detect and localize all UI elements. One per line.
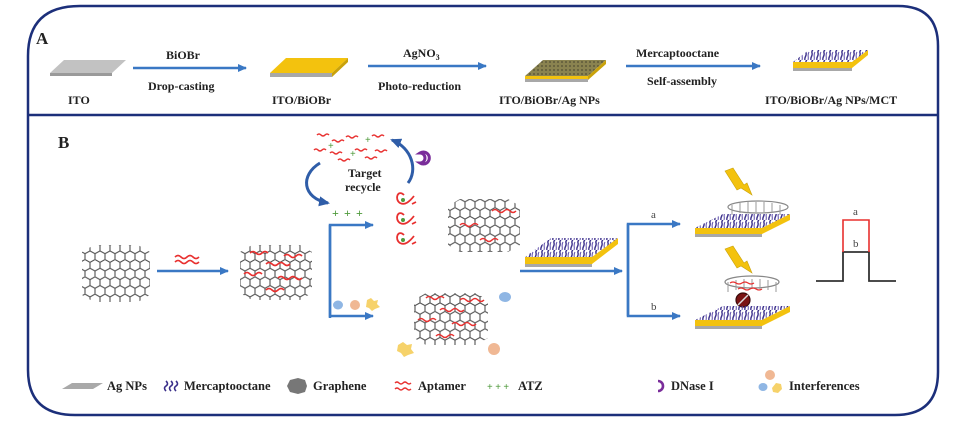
ag-nps-icon bbox=[62, 383, 103, 389]
interferences-lower-branch bbox=[333, 298, 380, 311]
ito-biobr-agnps-mct-electrode bbox=[793, 50, 868, 71]
branch-b-arrow bbox=[626, 224, 681, 320]
graphene-with-interferences bbox=[414, 293, 488, 345]
legend-item-ag-nps: Ag NPs bbox=[62, 379, 147, 393]
graphene-aptamer-complex bbox=[240, 245, 312, 300]
legend-item-aptamer: Aptamer bbox=[394, 379, 466, 393]
branch-a-label: a bbox=[651, 209, 656, 221]
ito-biobr-agnps-electrode bbox=[525, 60, 606, 82]
graphene-after-target bbox=[448, 199, 520, 252]
mercaptooctane-icon bbox=[163, 380, 179, 392]
graphene-icon bbox=[287, 378, 307, 394]
dnase-icon bbox=[657, 379, 665, 393]
panel-a: A ITO BiOBr Drop-casting ITO/BiOBr AgNO3… bbox=[36, 29, 897, 107]
step-1-reagent: BiOBr bbox=[166, 48, 201, 62]
legend-label-graphene: Graphene bbox=[313, 379, 367, 393]
mct-electrode bbox=[525, 238, 618, 267]
photocurrent-signal: a b bbox=[816, 206, 896, 282]
interferences-icon bbox=[758, 370, 782, 393]
aptamer-icon bbox=[394, 381, 412, 391]
graphene-sheet-bare bbox=[82, 245, 150, 302]
interferent-yellow bbox=[397, 342, 414, 357]
legend-label-mercaptooctane: Mercaptooctane bbox=[184, 379, 271, 393]
light-icon bbox=[724, 167, 753, 196]
step-3-reagent: Mercaptooctane bbox=[636, 46, 720, 60]
light-icon bbox=[724, 245, 753, 274]
electrode-a-result bbox=[695, 167, 790, 237]
stage-ito-biobr-label: ITO/BiOBr bbox=[272, 93, 332, 107]
ito-biobr-electrode bbox=[270, 58, 348, 77]
aptamer-atz-complexes bbox=[396, 192, 417, 245]
legend-item-mercaptooctane: Mercaptooctane bbox=[163, 379, 271, 393]
figure-frame bbox=[26, 4, 940, 417]
target-recycle-label-2: recycle bbox=[345, 180, 381, 194]
legend-label-ag-nps: Ag NPs bbox=[107, 379, 147, 393]
legend: Ag NPs Mercaptooctane Graphene Aptamer +… bbox=[62, 370, 860, 394]
interferent-orange bbox=[488, 343, 500, 355]
svg-text:+: + bbox=[350, 149, 356, 160]
svg-text:+: + bbox=[332, 206, 339, 220]
signal-b-label: b bbox=[853, 238, 859, 250]
interferent-blue bbox=[499, 292, 511, 302]
recycle-arrow-right bbox=[390, 138, 415, 184]
interference-branch-arrow bbox=[328, 225, 374, 320]
stage-ito-biobr-agnps-label: ITO/BiOBr/Ag NPs bbox=[499, 93, 600, 107]
step-3-method: Self-assembly bbox=[647, 74, 717, 88]
legend-label-interferences: Interferences bbox=[789, 379, 860, 393]
aptamer-icon bbox=[174, 254, 200, 265]
step-2-reagent: AgNO3 bbox=[403, 46, 440, 62]
atz-molecules: + + + bbox=[332, 206, 363, 220]
panel-a-label: A bbox=[36, 29, 49, 48]
svg-text:+: + bbox=[356, 206, 363, 220]
legend-item-graphene: Graphene bbox=[287, 378, 367, 394]
stage-ito-label: ITO bbox=[68, 93, 90, 107]
signal-b-trace bbox=[816, 251, 896, 282]
electrode-b-result bbox=[695, 245, 790, 329]
ito-electrode bbox=[50, 60, 126, 76]
legend-label-atz: ATZ bbox=[518, 379, 543, 393]
svg-text:+: + bbox=[365, 135, 371, 146]
legend-item-dnase: DNase I bbox=[657, 379, 714, 393]
dnase-icon bbox=[415, 150, 431, 166]
recycle-arrow-left bbox=[305, 161, 330, 207]
legend-label-aptamer: Aptamer bbox=[418, 379, 466, 393]
svg-text:+: + bbox=[344, 206, 351, 220]
panel-b: B + + bbox=[58, 133, 896, 357]
step-2-method: Photo-reduction bbox=[378, 79, 461, 93]
step-1-method: Drop-casting bbox=[148, 79, 214, 93]
legend-item-atz: + + + ATZ bbox=[487, 379, 543, 393]
atz-icon: + + + bbox=[487, 382, 509, 393]
legend-item-interferences: Interferences bbox=[758, 370, 860, 393]
branch-b-label: b bbox=[651, 301, 657, 313]
panel-b-label: B bbox=[58, 133, 69, 152]
legend-label-dnase: DNase I bbox=[671, 379, 714, 393]
svg-text:+: + bbox=[328, 141, 334, 152]
signal-a-trace bbox=[842, 219, 870, 252]
released-aptamer-target-cloud: + + + bbox=[313, 133, 388, 162]
stage-ito-biobr-agnps-mct-label: ITO/BiOBr/Ag NPs/MCT bbox=[765, 93, 897, 107]
signal-a-label: a bbox=[853, 206, 858, 218]
target-recycle-label-1: Target bbox=[348, 166, 382, 180]
